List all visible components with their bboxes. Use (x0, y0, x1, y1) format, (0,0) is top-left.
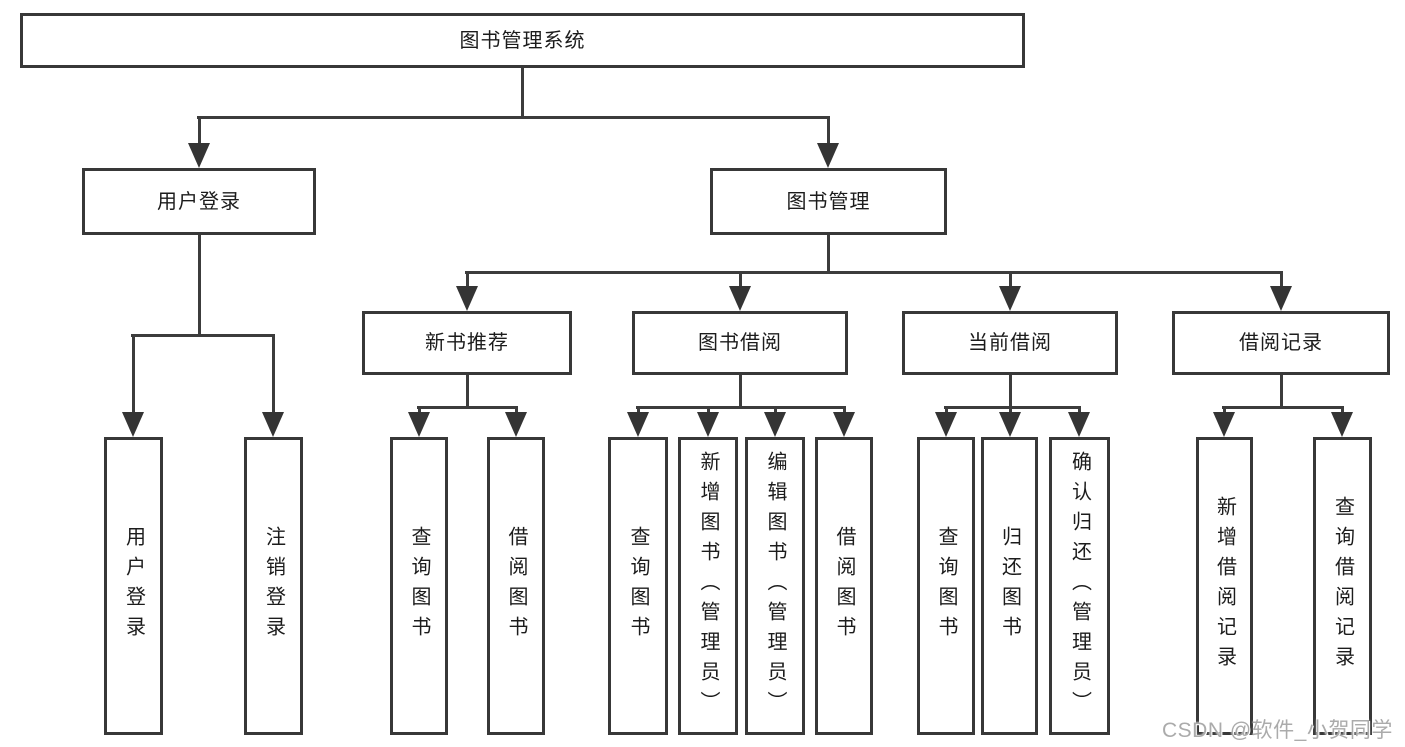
arrow-down-icon (408, 412, 430, 437)
node-label: 查询图书 (408, 526, 430, 646)
node-leaf-add-book-admin: 新增图书（管理员） (678, 437, 738, 735)
node-label: 图书借阅 (698, 332, 782, 354)
edge-line (272, 335, 275, 418)
edge-line (944, 406, 1081, 409)
node-label: 借阅图书 (833, 526, 855, 646)
node-label: 查询借阅记录 (1331, 496, 1354, 676)
node-label: 查询图书 (935, 526, 957, 646)
node-label: 确认归还（管理员） (1068, 451, 1091, 721)
arrow-down-icon (122, 412, 144, 437)
node-leaf-confirm-return-admin: 确认归还（管理员） (1049, 437, 1110, 735)
edge-line (417, 406, 518, 409)
edge-line (132, 335, 135, 418)
node-leaf-query-book-2: 查询图书 (608, 437, 668, 735)
edge-line (1280, 375, 1283, 409)
node-leaf-borrow-book-1: 借阅图书 (487, 437, 545, 735)
node-label: 用户登录 (122, 526, 145, 646)
arrow-down-icon (999, 412, 1021, 437)
arrow-down-icon (456, 286, 478, 311)
arrow-down-icon (262, 412, 284, 437)
edge-line (466, 375, 469, 409)
arrow-down-icon (1331, 412, 1353, 437)
edge-line (1009, 375, 1012, 409)
node-leaf-query-borrow-record: 查询借阅记录 (1313, 437, 1372, 735)
node-user-login: 用户登录 (82, 168, 316, 235)
edge-line (521, 68, 524, 119)
arrow-down-icon (627, 412, 649, 437)
arrow-down-icon (188, 143, 210, 168)
arrow-down-icon (1068, 412, 1090, 437)
node-borrow-record: 借阅记录 (1172, 311, 1390, 375)
edge-line (636, 406, 846, 409)
edge-line (827, 117, 830, 150)
node-leaf-query-book-3: 查询图书 (917, 437, 975, 735)
node-label: 新增图书（管理员） (697, 451, 719, 721)
edge-line (198, 117, 201, 150)
node-leaf-logout: 注销登录 (244, 437, 303, 735)
arrow-down-icon (833, 412, 855, 437)
arrow-down-icon (1270, 286, 1292, 311)
edge-line (827, 235, 830, 274)
edge-line (198, 235, 201, 337)
node-label: 查询图书 (627, 526, 649, 646)
edge-line (197, 116, 830, 119)
arrow-down-icon (697, 412, 719, 437)
edge-line (739, 375, 742, 409)
node-label: 新书推荐 (425, 332, 509, 354)
node-book-management: 图书管理 (710, 168, 947, 235)
edge-line (466, 272, 469, 294)
node-label: 归还图书 (998, 526, 1021, 646)
node-library-management-system: 图书管理系统 (20, 13, 1025, 68)
node-leaf-edit-book-admin: 编辑图书（管理员） (745, 437, 805, 735)
csdn-watermark: CSDN @软件_小贺同学 (1162, 719, 1393, 742)
node-label: 图书管理 (786, 190, 871, 213)
node-new-book-recommend: 新书推荐 (362, 311, 572, 375)
edge-line (1280, 272, 1283, 294)
edge-line (1222, 406, 1344, 409)
node-leaf-borrow-book-2: 借阅图书 (815, 437, 873, 735)
edge-line (465, 271, 1283, 274)
edge-line (1009, 272, 1012, 294)
arrow-down-icon (999, 286, 1021, 311)
arrow-down-icon (935, 412, 957, 437)
node-label: 借阅记录 (1239, 332, 1323, 354)
node-label: 新增借阅记录 (1213, 496, 1236, 676)
edge-line (131, 334, 275, 337)
node-label: 注销登录 (262, 526, 285, 646)
node-label: 当前借阅 (968, 332, 1052, 354)
arrow-down-icon (505, 412, 527, 437)
node-leaf-user-login: 用户登录 (104, 437, 163, 735)
node-leaf-add-borrow-record: 新增借阅记录 (1196, 437, 1253, 735)
arrow-down-icon (817, 143, 839, 168)
node-leaf-query-book-1: 查询图书 (390, 437, 448, 735)
arrow-down-icon (1213, 412, 1235, 437)
edge-line (739, 272, 742, 294)
node-label: 用户登录 (157, 190, 241, 213)
node-book-borrow: 图书借阅 (632, 311, 848, 375)
arrow-down-icon (729, 286, 751, 311)
node-current-borrow: 当前借阅 (902, 311, 1118, 375)
node-label: 编辑图书（管理员） (764, 451, 786, 721)
node-label: 借阅图书 (505, 526, 527, 646)
node-label: 图书管理系统 (459, 29, 586, 52)
node-leaf-return-book: 归还图书 (981, 437, 1038, 735)
arrow-down-icon (764, 412, 786, 437)
